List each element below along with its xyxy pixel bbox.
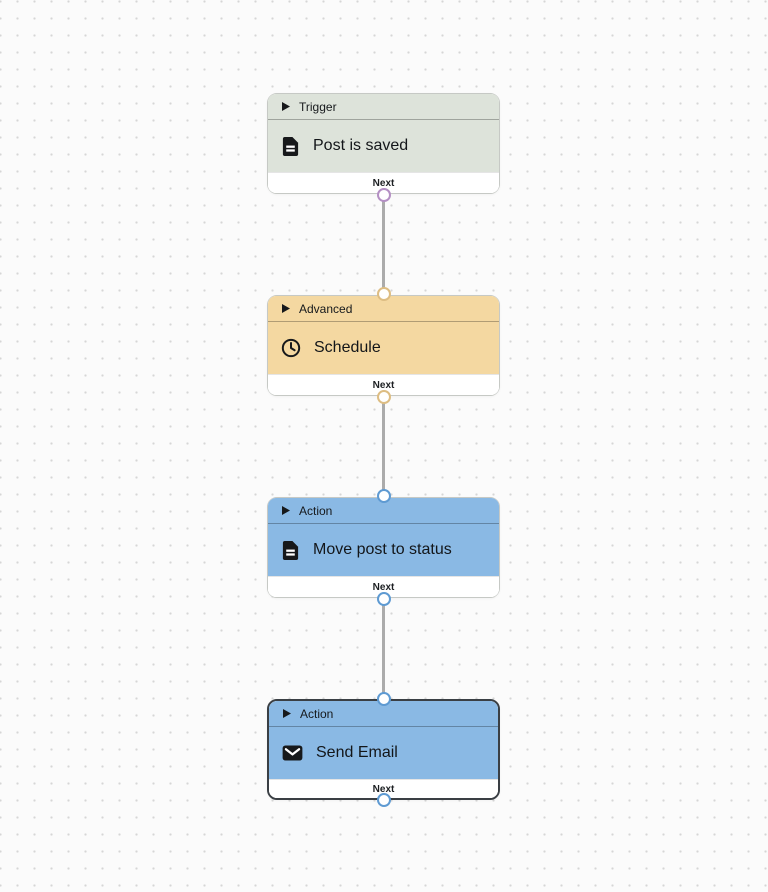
next-port-label: Next <box>268 172 499 193</box>
node-action-move-post-to-status[interactable]: Action Move post to status Next <box>267 489 500 606</box>
clock-icon <box>281 338 301 358</box>
output-port[interactable] <box>376 793 391 807</box>
triangle-right-icon <box>282 102 290 111</box>
edge-connector <box>382 600 385 697</box>
next-port-label: Next <box>269 779 498 798</box>
document-icon <box>281 540 300 561</box>
envelope-icon <box>282 745 303 761</box>
edge-connector <box>382 196 385 293</box>
node-title: Move post to status <box>313 541 452 558</box>
input-port[interactable] <box>376 287 391 301</box>
triangle-right-icon <box>283 709 291 718</box>
edge-connector <box>382 398 385 495</box>
output-port[interactable] <box>376 188 391 202</box>
triangle-right-icon <box>282 506 290 515</box>
node-type-label: Advanced <box>299 301 353 316</box>
input-port[interactable] <box>376 489 391 503</box>
next-port-label: Next <box>268 576 499 597</box>
node-type-label: Action <box>300 706 334 721</box>
input-port[interactable] <box>376 692 391 706</box>
node-advanced-schedule[interactable]: Advanced Schedule Next <box>267 287 500 404</box>
node-type-label: Action <box>299 503 333 518</box>
output-port[interactable] <box>376 592 391 606</box>
node-title: Post is saved <box>313 137 409 154</box>
node-trigger-post-is-saved[interactable]: Trigger Post is saved Next <box>267 93 500 202</box>
node-action-send-email[interactable]: Action Send Email Next <box>267 692 500 807</box>
node-title: Schedule <box>314 339 381 356</box>
triangle-right-icon <box>282 304 290 313</box>
node-header[interactable]: Trigger <box>268 94 499 120</box>
output-port[interactable] <box>376 390 391 404</box>
node-type-label: Trigger <box>299 99 337 114</box>
document-icon <box>281 136 300 157</box>
next-port-label: Next <box>268 374 499 395</box>
node-title: Send Email <box>316 744 398 761</box>
